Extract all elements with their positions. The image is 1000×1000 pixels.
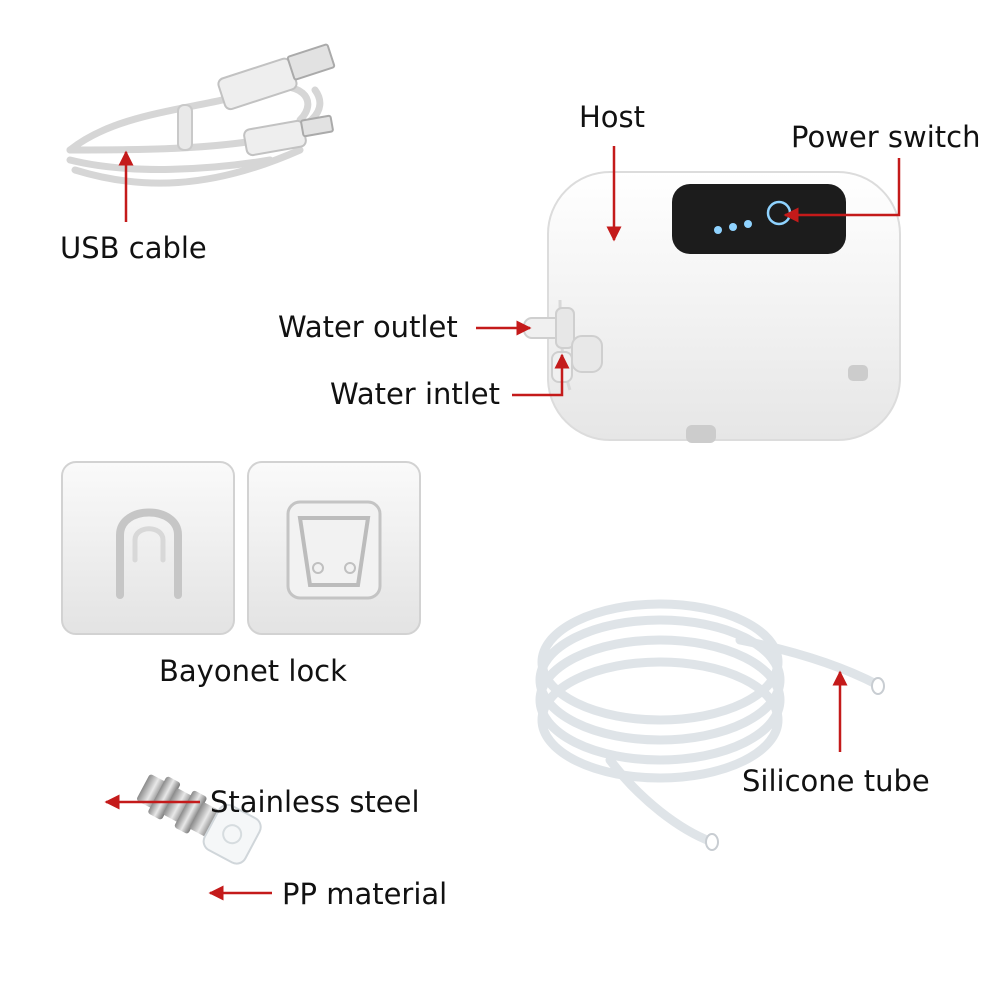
pointer-lines [104,146,901,901]
label-bayonet-lock: Bayonet lock [159,654,347,688]
pointer-inlet [512,353,570,397]
silicone-tube-image [535,599,885,851]
label-water-outlet: Water outlet [278,310,458,344]
label-host: Host [579,100,646,134]
label-silicone-tube: Silicone tube [742,764,930,798]
label-water-inlet: Water intlet [330,377,501,411]
pointer-power [783,158,901,223]
label-power-switch: Power switch [791,120,981,154]
bayonet-lock-image [61,461,421,635]
label-usb-cable: USB cable [60,231,207,265]
usb-cable-image [66,43,336,187]
host-device-image [523,171,901,443]
label-pp-material: PP material [282,877,448,911]
label-stainless-steel: Stainless steel [210,785,420,819]
